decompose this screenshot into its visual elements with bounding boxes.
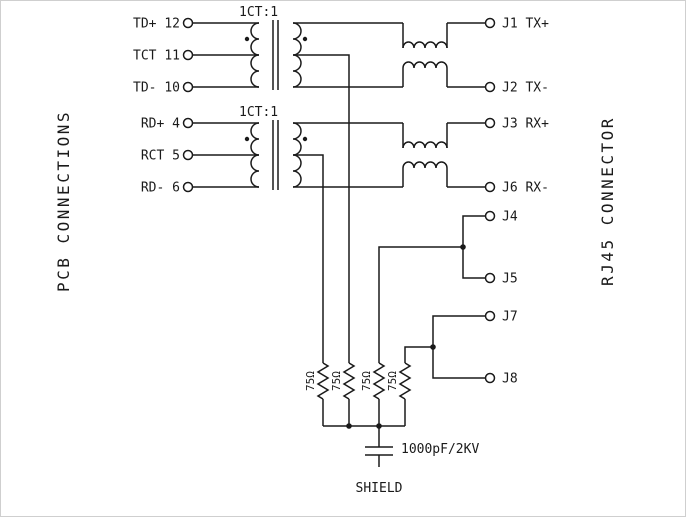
pcb-pin-td--terminal	[182, 81, 194, 93]
resistor-r3: 75Ω	[360, 362, 386, 426]
rj45-pin-j1-terminal	[484, 17, 496, 29]
rj45-pin-j6-terminal	[484, 181, 496, 193]
rj45-pin-wires	[447, 22, 486, 188]
tx-choke	[402, 23, 448, 87]
rj45-pin-label: J8	[502, 372, 518, 387]
pcb-pin-label: RCT 5	[141, 149, 180, 164]
resistor-r1: 75Ω	[304, 362, 330, 426]
pcb-pin-rct-terminal	[182, 149, 194, 161]
pcb-pin-td+-terminal	[182, 17, 194, 29]
rj45-pin-j5-terminal	[484, 272, 496, 284]
rx-transformer-ratio-label: 1CT:1	[239, 105, 278, 120]
rj45-pin-label: J1 TX+	[502, 17, 549, 32]
resistor-r3-label: 75Ω	[360, 371, 373, 391]
rj45-pin-j8-terminal	[484, 372, 496, 384]
resistor-r4-label: 75Ω	[386, 371, 399, 391]
rj45-pin-label: J2 TX-	[502, 81, 549, 96]
pcb-pin-wires	[192, 22, 259, 188]
shield-label: SHIELD	[356, 481, 403, 496]
rx-primary-phase-dot	[244, 136, 250, 142]
pcb-pin-rd+-terminal	[182, 117, 194, 129]
tx-transformer	[244, 20, 308, 90]
rj45-pin-label: J3 RX+	[502, 117, 549, 132]
rj45-pin-j3-terminal	[484, 117, 496, 129]
j7-j8-pair-wires	[404, 315, 486, 379]
rj45-pin-j2-terminal	[484, 81, 496, 93]
pcb-pin-label: TD- 10	[133, 81, 180, 96]
pcb-pins: TD+ 12 TCT 11 TD- 10 RD+ 4 RCT 5 RD- 6	[133, 17, 194, 196]
rj45-connector-title: RJ45 CONNECTOR	[598, 116, 617, 286]
shield-capacitor: 1000pF/2KV	[365, 426, 479, 467]
rj45-pin-label: J7	[502, 310, 518, 325]
pcb-pin-label: RD- 6	[141, 181, 180, 196]
resistor-r4: 75Ω	[386, 362, 412, 426]
bus-junction-dot	[346, 423, 352, 429]
rj45-pin-label: J5	[502, 272, 518, 287]
pcb-pin-label: TCT 11	[133, 49, 180, 64]
tx-transformer-ratio-label: 1CT:1	[239, 5, 278, 20]
pcb-pin-tct-terminal	[182, 49, 194, 61]
j7-j8-junction-dot	[430, 344, 436, 350]
secondary-wires	[293, 22, 403, 188]
rx-choke	[402, 123, 448, 187]
rj45-pin-label: J4	[502, 210, 518, 225]
rj45-pin-j4-terminal	[484, 210, 496, 222]
center-tap-wires	[293, 54, 350, 363]
rj45-pins: J1 TX+ J2 TX- J3 RX+ J6 RX- J4 J5 J7 J8	[484, 17, 549, 387]
tx-primary-phase-dot	[244, 36, 250, 42]
termination-bus	[323, 423, 405, 429]
pcb-pin-label: RD+ 4	[141, 117, 180, 132]
resistor-r2-label: 75Ω	[330, 371, 343, 391]
capacitor-value-label: 1000pF/2KV	[401, 442, 479, 457]
rj45-pin-j7-terminal	[484, 310, 496, 322]
resistor-r1-label: 75Ω	[304, 371, 317, 391]
rj45-pin-label: J6 RX-	[502, 181, 549, 196]
pcb-pin-rd--terminal	[182, 181, 194, 193]
tx-secondary-phase-dot	[302, 36, 308, 42]
rx-secondary-phase-dot	[302, 136, 308, 142]
j4-j5-pair-wires	[378, 215, 486, 363]
pcb-connections-title: PCB CONNECTIONS	[54, 110, 73, 292]
pcb-pin-label: TD+ 12	[133, 17, 180, 32]
resistor-r2: 75Ω	[330, 362, 356, 426]
j4-j5-junction-dot	[460, 244, 466, 250]
